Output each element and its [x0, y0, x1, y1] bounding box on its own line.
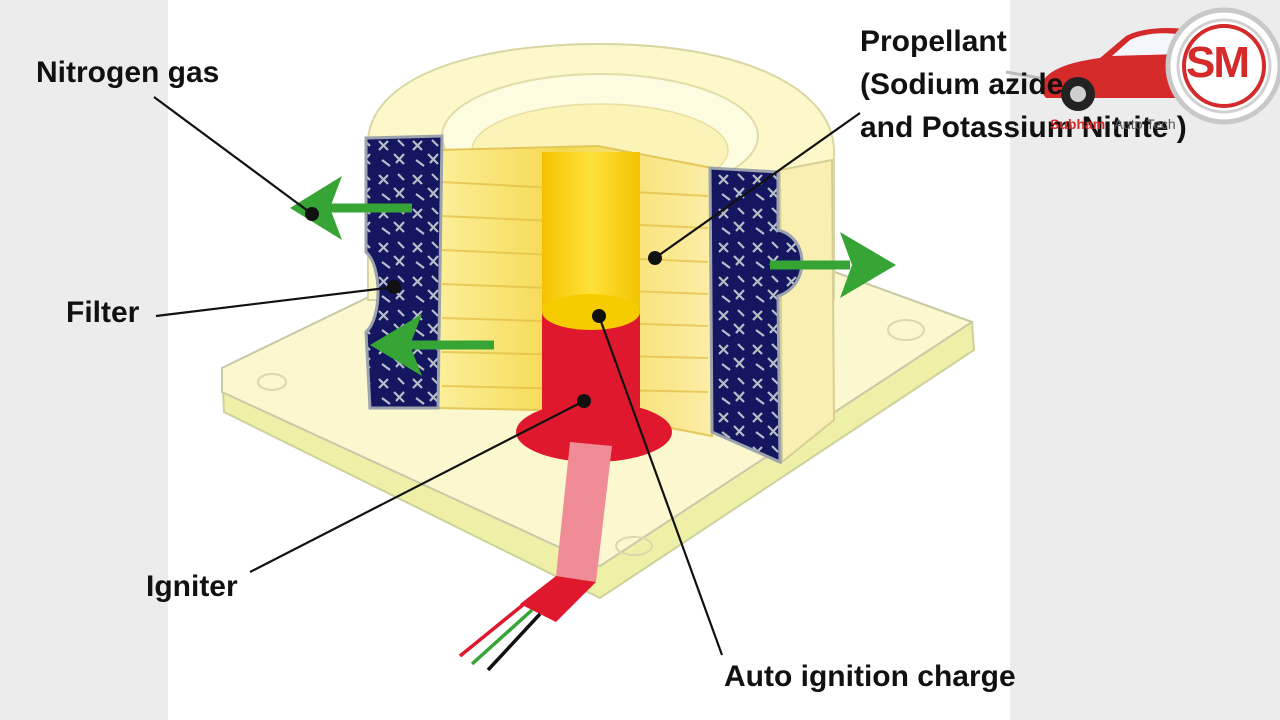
igniter-label: Igniter — [146, 570, 238, 603]
auto-ignition-charge-label: Auto ignition charge — [724, 660, 1016, 693]
propellant-label-line3: and Potassium Nitrite ) — [860, 111, 1187, 144]
filter-label: Filter — [66, 296, 140, 329]
igniter — [516, 294, 672, 622]
gas-flow-arrows — [290, 176, 896, 376]
leader-dots — [305, 207, 662, 408]
car-logo-icon — [1005, 28, 1204, 111]
channel-name: Subham Auto Tech — [1050, 116, 1176, 134]
logo-monogram: SM — [1186, 38, 1250, 87]
filter-left — [364, 134, 444, 410]
housing-right-wall — [778, 158, 836, 465]
propellant-block — [437, 144, 713, 438]
propellant-label-line1: Propellant — [860, 25, 1007, 58]
igniter-wires — [458, 602, 542, 672]
nitrogen-gas-label: Nitrogen gas — [36, 56, 220, 89]
emblem-logo-icon — [1165, 7, 1280, 125]
propellant-label-line2: (Sodium azide — [860, 68, 1064, 101]
channel-name-rest: Auto Tech — [1113, 116, 1176, 132]
leader-lines — [153, 96, 861, 656]
channel-name-bold: Subham — [1050, 116, 1106, 132]
